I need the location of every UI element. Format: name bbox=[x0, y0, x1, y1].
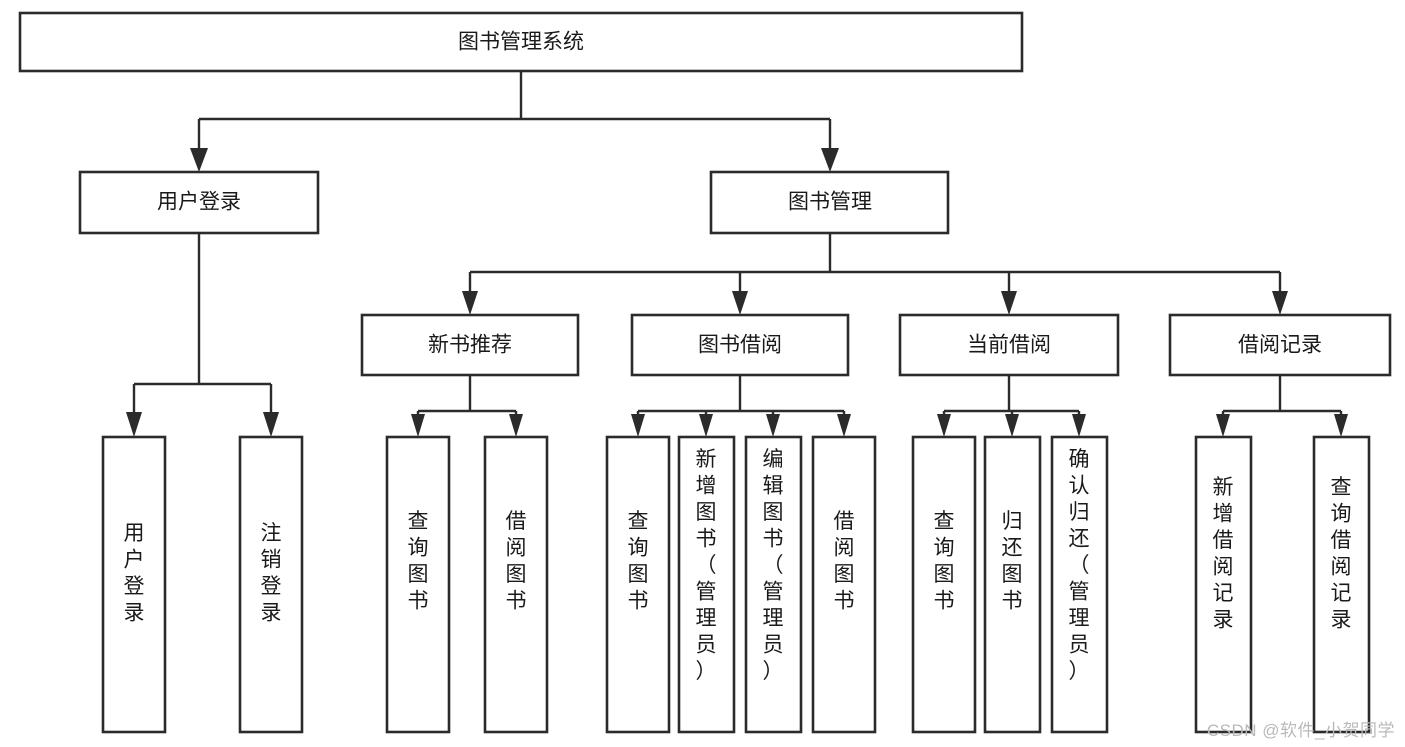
node-new-book-rec-label: 新书推荐 bbox=[428, 334, 512, 357]
node-leaf-add-book[interactable]: 新增图书（管理员） bbox=[677, 435, 736, 734]
node-root[interactable]: 图书管理系统 bbox=[18, 11, 1024, 73]
node-borrow-record[interactable]: 借阅记录 bbox=[1168, 313, 1392, 377]
node-current-borrow-box[interactable] bbox=[898, 313, 1120, 377]
node-leaf-user-logout-box[interactable] bbox=[238, 435, 304, 734]
node-leaf-query-record-label: 查询借阅记录 bbox=[1331, 476, 1352, 632]
node-leaf-query-book-2[interactable]: 查询图书 bbox=[605, 435, 671, 734]
node-current-borrow-label: 当前借阅 bbox=[967, 334, 1051, 357]
node-leaf-add-record-box[interactable] bbox=[1194, 435, 1253, 734]
node-user-login-box[interactable] bbox=[78, 170, 320, 235]
node-book-manage[interactable]: 图书管理 bbox=[709, 170, 950, 235]
node-leaf-confirm-return[interactable]: 确认归还（管理员） bbox=[1050, 435, 1109, 734]
node-leaf-return-book-label: 归还图书 bbox=[1002, 510, 1023, 613]
node-new-book-rec[interactable]: 新书推荐 bbox=[360, 313, 580, 377]
connector-group-current-borrow bbox=[937, 375, 1086, 437]
arrow-head-leaf-add-book bbox=[699, 414, 713, 437]
node-leaf-borrow-book-1-box[interactable] bbox=[483, 435, 549, 734]
node-leaf-query-book-1[interactable]: 查询图书 bbox=[385, 435, 451, 734]
arrow-head-leaf-confirm-return bbox=[1072, 414, 1086, 437]
node-leaf-borrow-book-2-label: 借阅图书 bbox=[834, 510, 855, 613]
node-leaf-query-book-3-label: 查询图书 bbox=[934, 510, 955, 613]
node-leaf-query-book-3[interactable]: 查询图书 bbox=[911, 435, 977, 734]
arrow-head-leaf-query-book-1 bbox=[411, 414, 425, 437]
node-leaf-add-book-box[interactable] bbox=[677, 435, 736, 734]
arrow-head-leaf-user-login bbox=[126, 412, 142, 437]
node-user-login[interactable]: 用户登录 bbox=[78, 170, 320, 235]
node-leaf-borrow-book-1-label: 借阅图书 bbox=[506, 510, 527, 613]
node-leaf-query-record-box[interactable] bbox=[1312, 435, 1371, 734]
node-leaf-query-book-1-box[interactable] bbox=[385, 435, 451, 734]
node-book-borrow[interactable]: 图书借阅 bbox=[630, 313, 850, 377]
node-book-borrow-label: 图书借阅 bbox=[698, 334, 782, 357]
arrow-head-leaf-borrow-book-2 bbox=[837, 414, 851, 437]
node-borrow-record-label: 借阅记录 bbox=[1238, 334, 1322, 357]
arrow-head-leaf-borrow-book-1 bbox=[509, 414, 523, 437]
node-leaf-borrow-book-2-box[interactable] bbox=[811, 435, 877, 734]
arrow-head-borrow-record bbox=[1272, 291, 1288, 315]
arrow-head-leaf-user-logout bbox=[263, 412, 279, 437]
node-leaf-user-logout[interactable]: 注销登录 bbox=[238, 435, 304, 734]
arrow-head-book-manage bbox=[821, 148, 839, 172]
arrow-head-leaf-query-book-2 bbox=[631, 414, 645, 437]
node-leaf-edit-book-label: 编辑图书（管理员） bbox=[763, 448, 784, 683]
arrow-head-leaf-return-book bbox=[1005, 414, 1019, 437]
arrow-head-leaf-query-book-3 bbox=[937, 414, 951, 437]
connector-group-new-book-rec bbox=[411, 375, 523, 437]
node-leaf-confirm-return-label: 确认归还（管理员） bbox=[1069, 448, 1090, 683]
node-book-manage-box[interactable] bbox=[709, 170, 950, 235]
arrow-head-leaf-edit-book bbox=[766, 414, 780, 437]
node-root-box[interactable] bbox=[18, 11, 1024, 73]
node-leaf-confirm-return-box[interactable] bbox=[1050, 435, 1109, 734]
node-borrow-record-box[interactable] bbox=[1168, 313, 1392, 377]
arrow-head-new-book-rec bbox=[462, 291, 478, 315]
node-leaf-user-login[interactable]: 用户登录 bbox=[101, 435, 167, 734]
arrow-head-user-login bbox=[190, 148, 208, 172]
node-leaf-query-record[interactable]: 查询借阅记录 bbox=[1312, 435, 1371, 734]
node-leaf-query-book-1-label: 查询图书 bbox=[408, 510, 429, 613]
node-leaf-return-book[interactable]: 归还图书 bbox=[983, 435, 1042, 734]
node-leaf-add-record-label: 新增借阅记录 bbox=[1213, 476, 1234, 632]
node-user-login-label: 用户登录 bbox=[157, 191, 241, 214]
node-leaf-add-record[interactable]: 新增借阅记录 bbox=[1194, 435, 1253, 734]
node-current-borrow[interactable]: 当前借阅 bbox=[898, 313, 1120, 377]
node-root-label: 图书管理系统 bbox=[458, 31, 584, 54]
node-leaf-return-book-box[interactable] bbox=[983, 435, 1042, 734]
node-book-manage-label: 图书管理 bbox=[788, 191, 872, 214]
node-leaf-query-book-2-box[interactable] bbox=[605, 435, 671, 734]
connector-group-borrow-record bbox=[1216, 375, 1348, 437]
node-leaf-edit-book-box[interactable] bbox=[744, 435, 803, 734]
node-leaf-query-book-3-box[interactable] bbox=[911, 435, 977, 734]
csdn-watermark: CSDN @软件_小贺同学 bbox=[1206, 721, 1395, 740]
node-leaf-user-logout-label: 注销登录 bbox=[261, 522, 282, 625]
node-leaf-edit-book[interactable]: 编辑图书（管理员） bbox=[744, 435, 803, 734]
connector-group-book-manage bbox=[462, 233, 1288, 315]
node-leaf-borrow-book-1[interactable]: 借阅图书 bbox=[483, 435, 549, 734]
node-leaf-add-book-label: 新增图书（管理员） bbox=[696, 448, 717, 683]
node-leaf-user-login-box[interactable] bbox=[101, 435, 167, 734]
arrow-head-leaf-query-record bbox=[1334, 414, 1348, 437]
arrow-head-book-borrow bbox=[732, 291, 748, 315]
node-leaf-query-book-2-label: 查询图书 bbox=[628, 510, 649, 613]
connector-group-root bbox=[190, 71, 839, 172]
connector-group-user-login bbox=[126, 233, 279, 437]
arrow-head-leaf-add-record bbox=[1216, 414, 1230, 437]
node-leaf-user-login-label: 用户登录 bbox=[124, 522, 145, 625]
connector-group-book-borrow bbox=[631, 375, 851, 437]
node-book-borrow-box[interactable] bbox=[630, 313, 850, 377]
node-new-book-rec-box[interactable] bbox=[360, 313, 580, 377]
arrow-head-current-borrow bbox=[1001, 291, 1017, 315]
node-leaf-borrow-book-2[interactable]: 借阅图书 bbox=[811, 435, 877, 734]
